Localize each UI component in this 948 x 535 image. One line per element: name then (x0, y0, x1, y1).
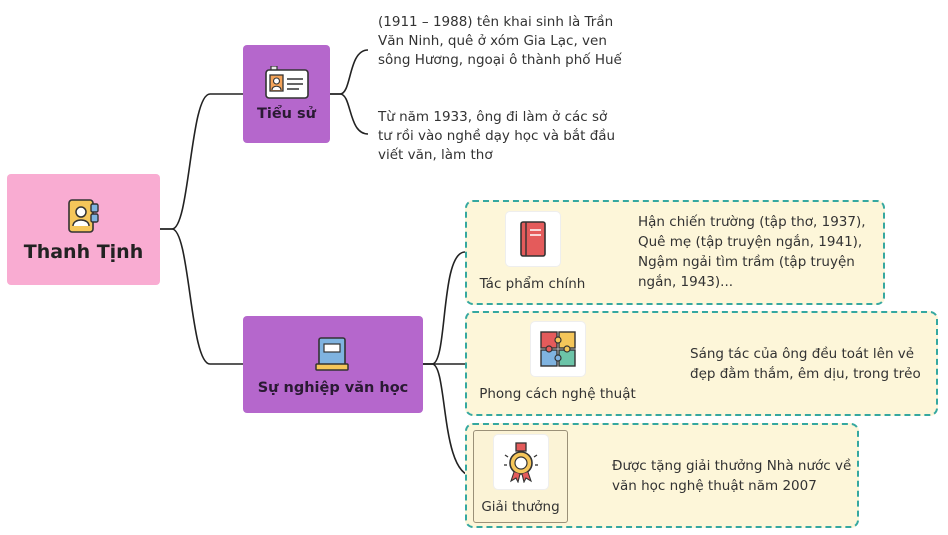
root-title: Thanh Tịnh (23, 240, 144, 263)
link-career-award (423, 363, 474, 477)
awards-icon-box (493, 435, 548, 489)
awards-description: Được tặng giải thưởng Nhà nước về văn họ… (612, 458, 852, 494)
art-style-icon-box (530, 322, 585, 376)
root-node[interactable]: Thanh Tịnh (7, 174, 160, 285)
topic-awards[interactable]: Giải thưởng (473, 430, 568, 523)
red-book-icon (519, 221, 546, 257)
biography-note-birth: (1911 – 1988) tên khai sinh là Trần Văn … (378, 14, 622, 68)
branch-biography[interactable]: Tiểu sử (243, 45, 330, 143)
link-root-career (160, 228, 243, 365)
contact-card-icon (67, 198, 99, 233)
main-works-label: Tác phẩm chính (479, 276, 586, 292)
link-bio-note-2 (330, 93, 369, 135)
main-works-description: Hận chiến trường (tập thơ, 1937), Quê mẹ… (638, 214, 866, 290)
awards-label: Giải thưởng (481, 499, 560, 515)
biography-note-career-start: Từ năm 1933, ông đi làm ở các sở tư rồi … (378, 109, 616, 163)
link-root-biography (160, 93, 243, 230)
puzzle-icon (539, 331, 576, 367)
branch-career-label: Sự nghiệp văn học (257, 379, 409, 396)
link-bio-note-1 (330, 49, 369, 95)
art-style-description: Sáng tác của ông đều toát lên vẻ đẹp đằm… (690, 346, 921, 382)
id-badge-icon (264, 66, 309, 99)
award-medal-icon (503, 442, 538, 483)
link-career-works (423, 251, 466, 365)
topic-art-style[interactable]: Phong cách nghệ thuật (475, 322, 640, 402)
art-style-label: Phong cách nghệ thuật (479, 386, 636, 402)
branch-career[interactable]: Sự nghiệp văn học (243, 316, 423, 413)
book-stack-icon (315, 336, 349, 371)
main-works-icon-box (505, 212, 560, 266)
branch-biography-label: Tiểu sử (256, 106, 317, 122)
topic-main-works[interactable]: Tác phẩm chính (475, 212, 590, 292)
